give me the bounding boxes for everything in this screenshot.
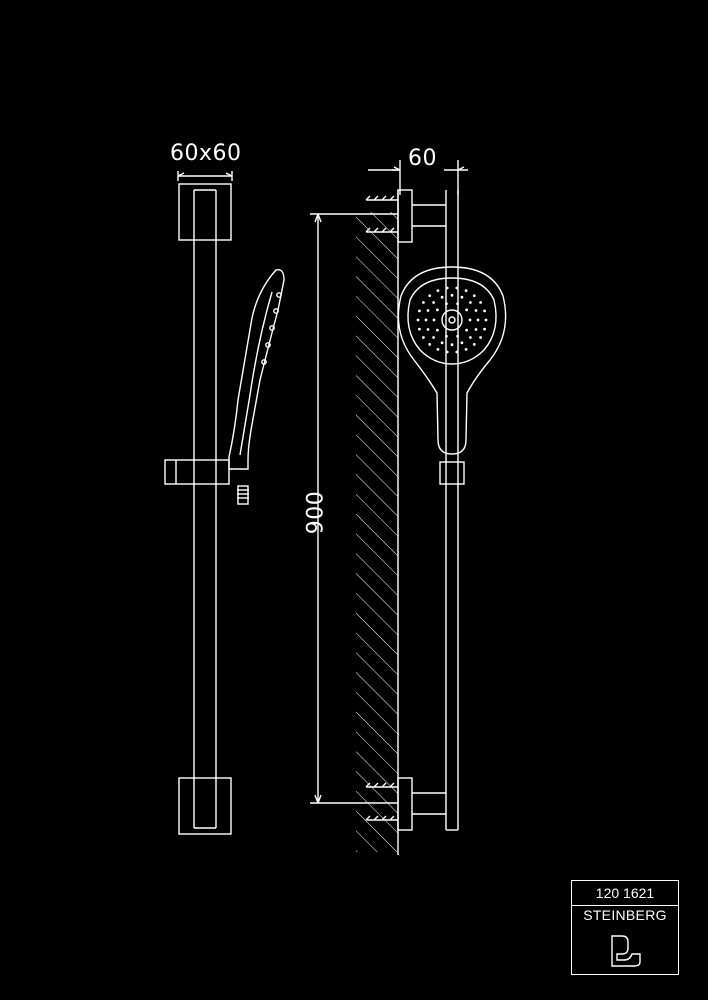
nozzle-dot <box>479 301 482 304</box>
nozzle-dot <box>455 286 459 290</box>
nozzle-dot <box>484 318 488 322</box>
slider-holder <box>164 459 230 485</box>
nozzle-dot <box>469 301 472 304</box>
nozzle-dot <box>445 286 449 290</box>
nozzle-dot <box>432 301 435 304</box>
nozzle-dot <box>416 318 420 322</box>
width-dimension-label: 60x60 <box>170 141 242 166</box>
nozzle-dot <box>436 289 440 292</box>
nozzle-dot <box>460 295 464 299</box>
handshower-side-profile <box>228 269 285 470</box>
nozzle-dot <box>476 318 480 322</box>
front-view <box>164 171 285 835</box>
screw-icon <box>365 195 398 201</box>
top-wall-bracket <box>397 189 413 243</box>
nozzle-dot <box>445 334 448 338</box>
nozzle-dot <box>418 327 421 331</box>
nozzle-dot <box>445 350 449 354</box>
nozzle-dot <box>426 309 430 312</box>
nozzle-dot <box>436 348 440 351</box>
nozzle-dot <box>460 341 464 345</box>
nozzle-dot <box>469 336 472 339</box>
nozzle-dot <box>445 302 448 306</box>
nozzle-dot <box>472 343 476 346</box>
nozzle-dot <box>450 343 454 347</box>
depth-dimension-line <box>368 160 468 195</box>
nozzle-dot <box>428 343 432 346</box>
nozzle-dot <box>440 295 444 299</box>
depth-dimension-label: 60 <box>408 146 437 171</box>
hose-connector <box>237 485 249 505</box>
product-code: 120 1621 <box>572 881 678 906</box>
height-dimension-label: 900 <box>303 490 329 535</box>
nozzle-dots <box>416 286 488 354</box>
brand-name: STEINBERG <box>583 907 667 923</box>
nozzle-dot <box>440 341 444 345</box>
nozzle-dot <box>456 334 459 338</box>
nozzle-dot <box>436 308 439 312</box>
nozzle-dot <box>432 318 436 322</box>
wall-hatch <box>356 212 398 852</box>
nozzle-dot <box>465 328 468 332</box>
nozzle-dot <box>428 294 432 297</box>
steinberg-logo-icon <box>611 935 641 967</box>
center-nozzle <box>441 309 463 331</box>
nozzle-dot <box>474 309 478 312</box>
nozzle-dot <box>479 336 482 339</box>
nozzle-dot <box>450 293 454 297</box>
height-dimension-line <box>310 213 398 804</box>
nozzle-dot <box>418 309 421 313</box>
nozzle-dot <box>474 328 478 331</box>
bottom-bracket <box>178 777 232 835</box>
screw-icon <box>365 227 398 233</box>
nozzle-dot <box>424 318 428 322</box>
bottom-wall-bracket <box>397 777 413 831</box>
side-view <box>310 160 507 855</box>
nozzle-dot <box>465 308 468 312</box>
nozzle-dot <box>483 309 486 313</box>
nozzle-dot <box>468 318 472 322</box>
shower-head <box>397 266 507 455</box>
nozzle-dot <box>426 328 430 331</box>
width-dimension-line <box>177 171 233 181</box>
nozzle-dot <box>422 336 425 339</box>
nozzle-dot <box>432 336 435 339</box>
title-block: 120 1621 STEINBERG <box>571 880 679 975</box>
nozzle-dot <box>455 350 459 354</box>
slider <box>439 461 465 485</box>
screw-icon <box>365 782 398 788</box>
nozzle-dot <box>436 328 439 332</box>
nozzle-dot <box>483 327 486 331</box>
nozzle-dot <box>456 302 459 306</box>
nozzle-dot <box>464 289 468 292</box>
top-bracket <box>178 183 232 241</box>
nozzle-dot <box>472 294 476 297</box>
nozzle-dot <box>422 301 425 304</box>
screw-icon <box>365 815 398 821</box>
nozzle-dot <box>464 348 468 351</box>
